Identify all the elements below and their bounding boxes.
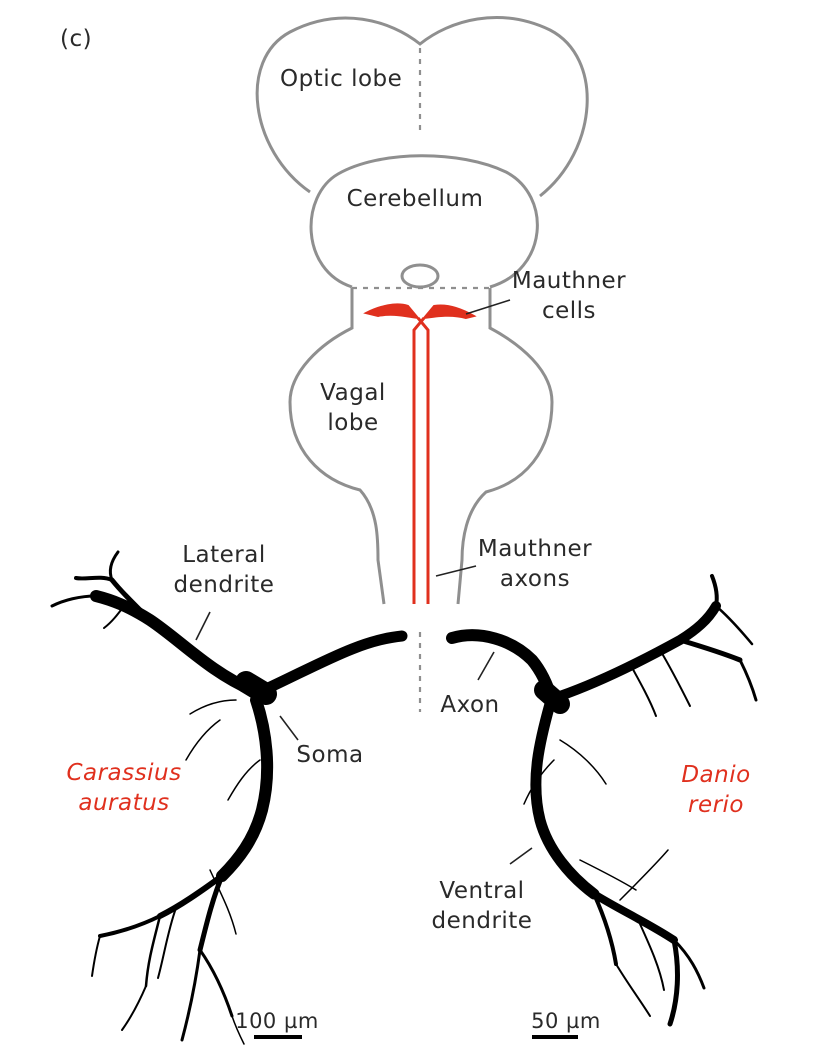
- goldfish-ventral-dendrite: [216, 694, 274, 882]
- axon-label: Axon: [440, 692, 500, 718]
- goldfish-lateral-dendrite: [90, 590, 258, 696]
- vagal-lobe-line1: Vagal: [320, 380, 386, 406]
- goldfish-mauthner-neuron: [50, 550, 408, 1045]
- lateral-dendrite-line2: dendrite: [173, 572, 275, 598]
- ventral-dendrite-label: Ventral dendrite: [424, 876, 540, 936]
- zebrafish-mauthner-neuron: [446, 574, 758, 1027]
- mauthner-axons-label: Mauthner axons: [468, 534, 602, 594]
- vagal-lobe-line2: lobe: [327, 410, 379, 436]
- axon-leader: [477, 651, 495, 681]
- soma-label: Soma: [296, 742, 364, 768]
- ventral-dendrite-leader: [509, 847, 533, 865]
- species-left-epithet: auratus: [78, 790, 170, 816]
- mauthner-axon-right: [412, 317, 426, 604]
- mauthner-cells-line1: Mauthner: [511, 268, 627, 294]
- lateral-dendrite-label: Lateral dendrite: [164, 540, 284, 600]
- leader-lines: [195, 299, 533, 865]
- mauthner-cells-label: Mauthner cells: [504, 266, 634, 326]
- goldfish-soma: [235, 671, 277, 705]
- scale-label-left: 100 µm: [235, 1009, 319, 1033]
- mauthner-axon-left: [416, 317, 430, 604]
- lateral-dendrite-leader: [195, 611, 211, 641]
- brain-outline: [255, 16, 589, 712]
- species-right-epithet: rerio: [687, 792, 745, 818]
- ventral-dendrite-line1: Ventral: [439, 878, 525, 904]
- panel-label: (c): [60, 26, 93, 52]
- optic-lobe-label: Optic lobe: [280, 66, 403, 92]
- optic-lobe-outline: [255, 16, 589, 198]
- mauthner-axons-leader: [435, 565, 477, 577]
- zebrafish-soma: [534, 680, 570, 714]
- mauthner-neurons: [363, 303, 477, 604]
- ventral-dendrite-line2: dendrite: [431, 908, 533, 934]
- hindbrain-right-wall: [456, 288, 554, 605]
- cerebellum-outline: [309, 154, 539, 289]
- mauthner-cell-right: [421, 304, 477, 320]
- hindbrain-left-wall: [288, 288, 386, 605]
- species-left-genus: Carassius: [66, 760, 182, 786]
- mauthner-cells-leader: [465, 299, 511, 315]
- soma-leader: [279, 715, 299, 741]
- scale-label-right: 50 µm: [531, 1009, 601, 1033]
- mauthner-cells-line2: cells: [541, 298, 597, 324]
- species-right-genus: Danio: [681, 762, 751, 788]
- goldfish-axon: [258, 630, 408, 696]
- mauthner-cell-left: [363, 303, 421, 320]
- mauthner-axons-line1: Mauthner: [477, 536, 593, 562]
- zebrafish-ventral-dendrite: [530, 698, 600, 900]
- lateral-dendrite-line1: Lateral: [182, 542, 266, 568]
- vagal-lobe-label: Vagal lobe: [308, 378, 398, 438]
- species-label-left: Carassius auratus: [54, 758, 194, 818]
- zebrafish-lateral-dendrite: [555, 601, 721, 701]
- cerebellum-label: Cerebellum: [346, 186, 484, 212]
- mauthner-axons-line2: axons: [499, 566, 571, 592]
- species-label-right: Danio rerio: [666, 760, 766, 820]
- ventricle-outline: [400, 263, 440, 289]
